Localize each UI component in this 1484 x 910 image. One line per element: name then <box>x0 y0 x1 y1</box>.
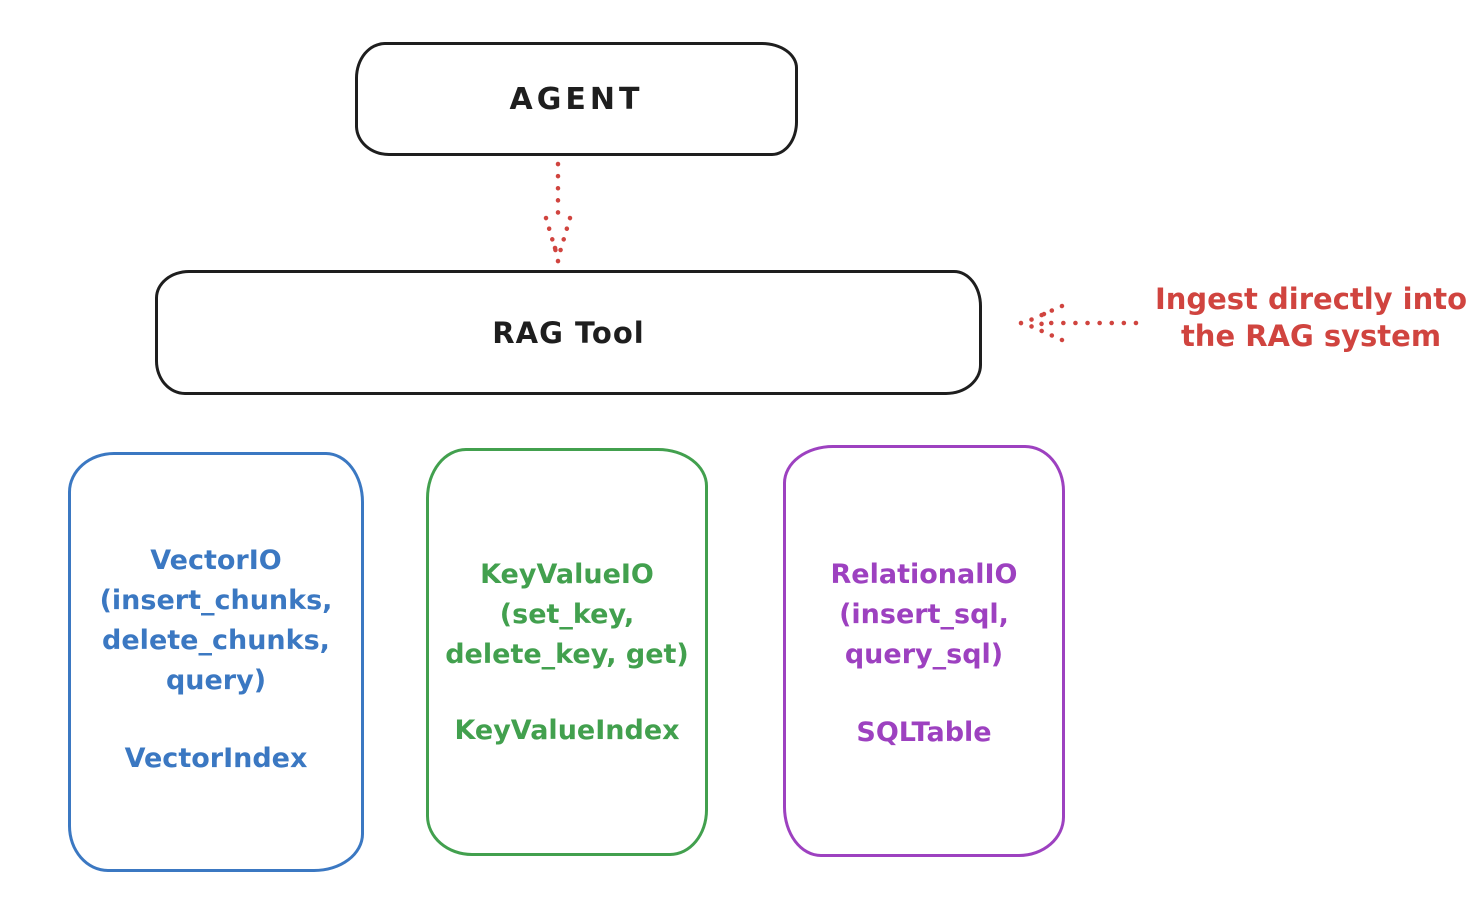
relational-io-methods-line1: (insert_sql, <box>839 599 1009 630</box>
ingest-annotation-line1: Ingest directly into <box>1154 282 1468 316</box>
rag-tool-node: RAG Tool <box>155 270 982 395</box>
vector-io-methods-line2: delete_chunks, <box>102 625 330 656</box>
vector-index-label: VectorIndex <box>124 743 308 774</box>
keyvalue-io-methods-line1: (set_key, <box>499 599 635 630</box>
agent-label: AGENT <box>509 81 644 117</box>
relational-io-node: RelationalIO (insert_sql, query_sql) SQL… <box>783 445 1065 857</box>
ingest-annotation-line2: the RAG system <box>1180 319 1442 353</box>
rag-tool-label: RAG Tool <box>492 315 645 350</box>
arrow-agent-to-ragtool-icon <box>543 161 573 264</box>
relational-io-methods-line2: query_sql) <box>844 639 1004 670</box>
agent-node: AGENT <box>355 42 798 156</box>
vector-io-methods-line1: (insert_chunks, <box>99 585 333 616</box>
vector-io-methods-line3: query) <box>165 665 267 696</box>
vector-io-node: VectorIO (insert_chunks, delete_chunks, … <box>68 452 364 872</box>
ingest-annotation: Ingest directly into the RAG system <box>1146 281 1476 355</box>
keyvalue-io-methods-line2: delete_key, get) <box>445 639 689 670</box>
vector-io-title: VectorIO <box>150 545 282 576</box>
arrow-annotation-to-ragtool-icon <box>1018 303 1139 343</box>
relational-io-title: RelationalIO <box>830 559 1018 590</box>
keyvalue-io-node: KeyValueIO (set_key, delete_key, get) Ke… <box>426 448 708 856</box>
keyvalue-io-title: KeyValueIO <box>480 559 654 590</box>
sql-table-label: SQLTable <box>856 717 992 748</box>
keyvalue-index-label: KeyValueIndex <box>454 715 680 746</box>
